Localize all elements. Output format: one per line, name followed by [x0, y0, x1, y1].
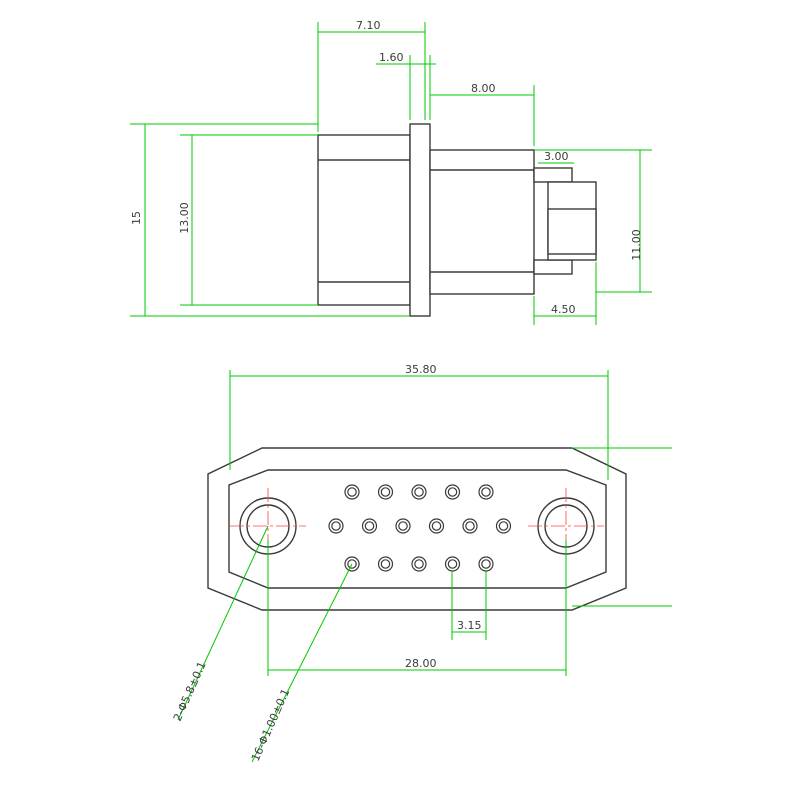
callout-pins: 16-Φ1.00±0.1 — [249, 687, 293, 763]
pin-contact-inner — [380, 487, 391, 497]
pin-contact-inner — [414, 559, 424, 569]
pin-contact-inner — [465, 521, 475, 531]
dim-8-00: 8.00 — [471, 82, 496, 95]
pin-contact-inner — [447, 487, 458, 497]
pin-contact-inner — [447, 559, 458, 569]
pin-contact-inner — [481, 487, 491, 497]
pin-contact-inner — [398, 521, 408, 531]
dim-11-00: 11.00 — [630, 229, 643, 261]
side-view: 7.10 1.60 8.00 3.00 15 13.00 11.00 4.50 — [130, 19, 652, 325]
dim-3-15: 3.15 — [457, 619, 482, 632]
dim-4-50: 4.50 — [551, 303, 576, 316]
pin-contact-inner — [481, 559, 491, 569]
pin-contact-inner — [380, 559, 391, 569]
side-tail-top — [533, 167, 573, 183]
dim-13-00: 13.00 — [178, 202, 191, 234]
leader-mount-hole — [177, 525, 269, 721]
side-rear-body — [429, 149, 535, 295]
pin-contact-inner — [364, 521, 375, 531]
dim-28-00: 28.00 — [405, 657, 437, 670]
dim-15: 15 — [130, 211, 143, 225]
leader-pin — [251, 563, 353, 763]
side-front-shell — [317, 134, 411, 306]
callout-mount-holes: 2-Φ5.8±0.1 — [171, 660, 209, 724]
pin-contact-inner — [431, 521, 442, 531]
pin-contact-inner — [498, 521, 509, 531]
dim-35-80: 35.80 — [405, 363, 437, 376]
pin-contact-inner — [331, 521, 341, 531]
side-tail-bottom — [533, 259, 573, 275]
side-flange — [409, 123, 431, 317]
pin-contact-inner — [347, 487, 357, 497]
dim-7-10: 7.10 — [356, 19, 381, 32]
front-view: 35.80 3.15 28.00 2-Φ5.8±0.1 16-Φ1.00±0.1 — [171, 363, 672, 763]
pin-contact-inner — [414, 487, 424, 497]
dim-3-00: 3.00 — [544, 150, 569, 163]
dim-1-60: 1.60 — [379, 51, 404, 64]
side-tail-block — [547, 208, 597, 255]
